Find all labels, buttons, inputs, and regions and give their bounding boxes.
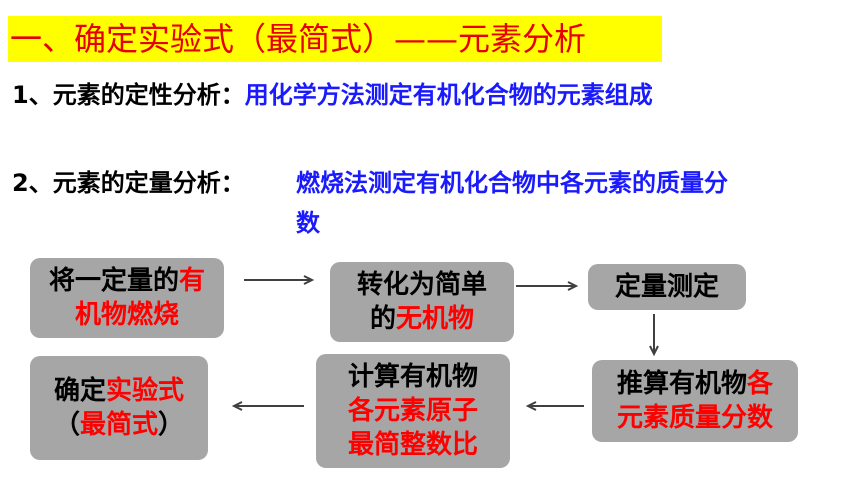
quantitative-analysis-line: 2、元素的定量分析： bbox=[12, 168, 245, 198]
box5-text-c: 最简整数比 bbox=[347, 430, 478, 460]
box2-text-a: 转化为简单 bbox=[356, 270, 487, 300]
quantitative-text-line2: 数 bbox=[296, 209, 320, 237]
box6-text-a: 确定 bbox=[53, 376, 106, 406]
box4-text-b: 各 bbox=[747, 369, 774, 399]
arrow-right-2-head bbox=[567, 281, 579, 291]
qualitative-analysis-line: 1、元素的定性分析：用化学方法测定有机化合物的元素组成 bbox=[12, 80, 653, 110]
quantitative-text-line1: 燃烧法测定有机化合物中各元素的质量分 bbox=[296, 169, 728, 197]
box6-text-b: 实验式 bbox=[105, 376, 184, 406]
arrow-left-2-head bbox=[231, 401, 243, 411]
box4-text-c: 元素质量分数 bbox=[616, 403, 773, 433]
box1-text-b: 有 bbox=[179, 266, 206, 296]
flow-box-mass-fraction: 推算有机物各 元素质量分数 bbox=[592, 360, 798, 442]
box6-text-d: 最简式 bbox=[79, 410, 158, 440]
flow-box-measure: 定量测定 bbox=[588, 264, 746, 310]
box3-text: 定量测定 bbox=[614, 272, 719, 302]
box5-text-b: 各元素原子 bbox=[347, 396, 478, 426]
flow-box-empirical-formula: 确定实验式 （最简式） bbox=[30, 356, 208, 460]
box6-text-c: （ bbox=[53, 410, 80, 440]
flow-box-atom-ratio: 计算有机物 各元素原子 最简整数比 bbox=[316, 354, 510, 468]
flow-box-convert: 转化为简单 的无机物 bbox=[330, 262, 514, 342]
page-title: 一、确定实验式（最简式）——元素分析 bbox=[10, 20, 587, 58]
title-highlight bbox=[8, 16, 662, 62]
arrow-left-1-head bbox=[525, 401, 537, 411]
flow-box-burn: 将一定量的有 机物燃烧 bbox=[30, 258, 224, 338]
arrow-right-1-head bbox=[303, 275, 315, 285]
box1-text-a: 将一定量的 bbox=[48, 266, 179, 296]
arrow-down-head bbox=[649, 345, 659, 357]
box2-text-b: 的 bbox=[369, 304, 396, 334]
box5-text-a: 计算有机物 bbox=[347, 362, 478, 392]
box6-text-e: ） bbox=[158, 410, 185, 440]
qualitative-text: 用化学方法测定有机化合物的元素组成 bbox=[244, 81, 653, 109]
box2-text-c: 无机物 bbox=[395, 304, 474, 334]
qualitative-label: 1、元素的定性分析： bbox=[12, 81, 245, 109]
box1-text-c: 机物燃烧 bbox=[74, 300, 179, 330]
box4-text-a: 推算有机物 bbox=[616, 369, 747, 399]
quantitative-label: 2、元素的定量分析： bbox=[12, 169, 245, 197]
